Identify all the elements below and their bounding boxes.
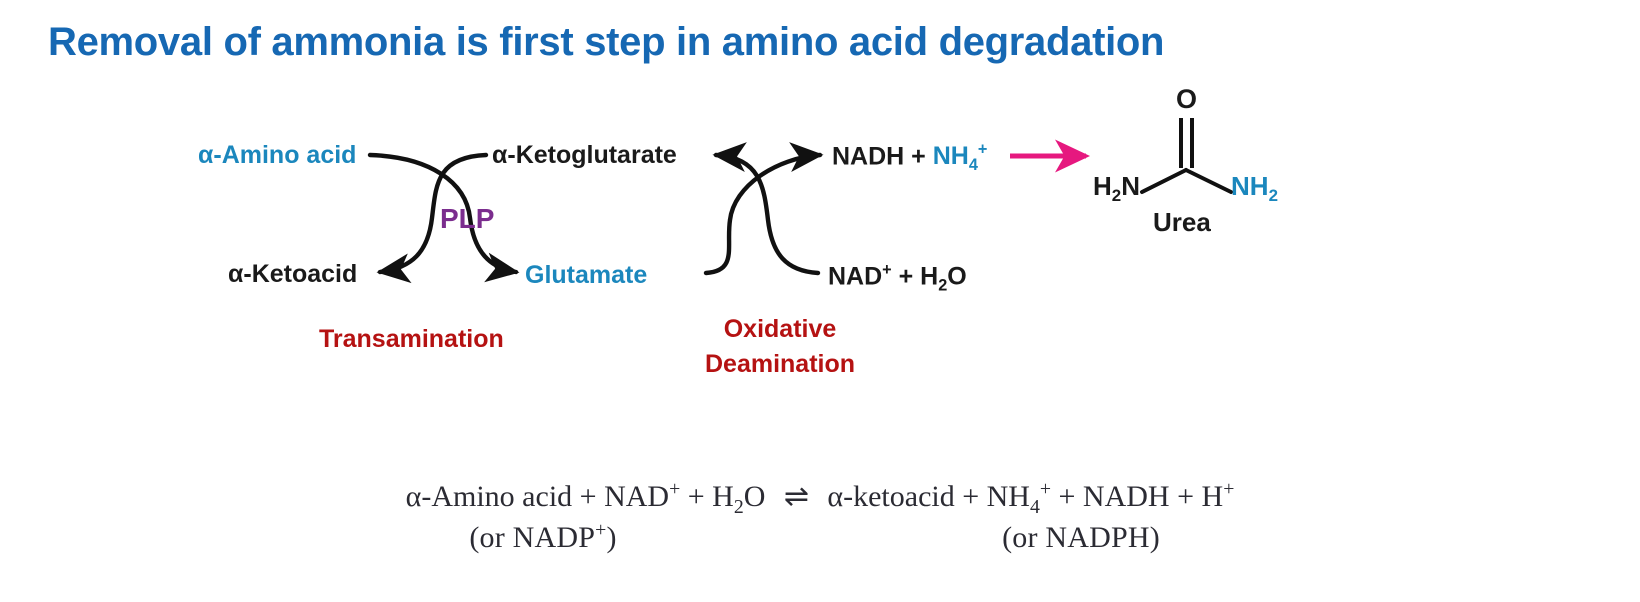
summary-equation: α-Amino acid + NAD+ + H2O⇌α-ketoacid + N… <box>0 478 1640 556</box>
label-transamination-process: Transamination <box>319 325 504 353</box>
left-amine-n: N <box>1121 171 1140 201</box>
nadh-text: NADH + <box>832 142 933 171</box>
ammonium-charge: + <box>977 141 988 159</box>
water-oxygen: O <box>947 262 967 291</box>
eq-lhs-water-prefix: + H <box>680 480 734 513</box>
label-urea-left-amine: H2N <box>1093 173 1140 205</box>
deamination-curve-forward <box>703 142 824 276</box>
eq-rhs-proton-charge: + <box>1223 478 1235 500</box>
label-nad-water: NAD+ + H2O <box>828 262 967 294</box>
equation-line-1: α-Amino acid + NAD+ + H2O⇌α-ketoacid + N… <box>0 478 1640 519</box>
equation-line-2: (or NADP+) (or NADPH) <box>0 519 1632 555</box>
label-oxidative-deamination-line1: Oxidative <box>723 315 837 343</box>
eq-lhs-water-oxygen: O <box>743 480 766 513</box>
eq-lhs-water-subscript: 2 <box>733 496 744 518</box>
equilibrium-arrow-icon: ⇌ <box>783 480 809 513</box>
eq-alt-cofactor-reduced: (or NADPH) <box>1002 521 1160 555</box>
eq-nadp-close: ) <box>606 521 617 555</box>
label-oxidative-deamination-line2: Deamination <box>704 350 856 378</box>
eq-rhs-ammonium-charge: + <box>1039 478 1052 500</box>
left-amine-subscript: 2 <box>1111 186 1122 206</box>
eq-lhs-nad-charge: + <box>669 478 681 500</box>
label-plp-cofactor: PLP <box>440 203 495 234</box>
label-glutamate: Glutamate <box>525 261 648 289</box>
label-urea-oxygen: O <box>1176 84 1198 114</box>
page-title: Removal of ammonia is first step in amin… <box>48 20 1165 64</box>
label-alpha-amino-acid: α-Amino acid <box>198 141 357 169</box>
right-amine-subscript: 2 <box>1268 186 1278 206</box>
ammonium-subscript: 4 <box>968 156 978 175</box>
left-amine-h: H <box>1093 171 1112 201</box>
eq-nadp-text: (or NADP <box>469 521 596 555</box>
nad-base: NAD <box>828 262 883 291</box>
water-subscript: 2 <box>938 276 948 295</box>
eq-alt-cofactor-oxidized: (or NADP+) <box>328 519 758 555</box>
label-alpha-ketoglutarate: α-Ketoglutarate <box>492 141 677 169</box>
eq-lhs-amino-nad: α-Amino acid + NAD <box>405 480 670 513</box>
right-amine-nh: NH <box>1231 171 1269 201</box>
nad-charge: + <box>882 261 892 279</box>
eq-rhs-nadh-proton: + NADH + H <box>1051 480 1224 513</box>
eq-rhs-ketoacid: α-ketoacid + NH <box>827 480 1030 513</box>
label-urea-name: Urea <box>1153 207 1211 237</box>
label-urea-right-amine: NH2 <box>1231 173 1278 205</box>
urea-structure-bonds <box>1140 118 1233 194</box>
eq-rhs-ammonium-subscript: 4 <box>1029 496 1040 518</box>
water-prefix: + H <box>891 262 939 291</box>
deamination-curve-reverse <box>712 142 821 276</box>
label-alpha-ketoacid: α-Ketoacid <box>228 260 358 288</box>
eq-nadp-charge: + <box>595 519 607 542</box>
label-nadh-ammonium: NADH + NH4+ <box>832 142 987 174</box>
ammonium-base: NH <box>932 142 969 171</box>
